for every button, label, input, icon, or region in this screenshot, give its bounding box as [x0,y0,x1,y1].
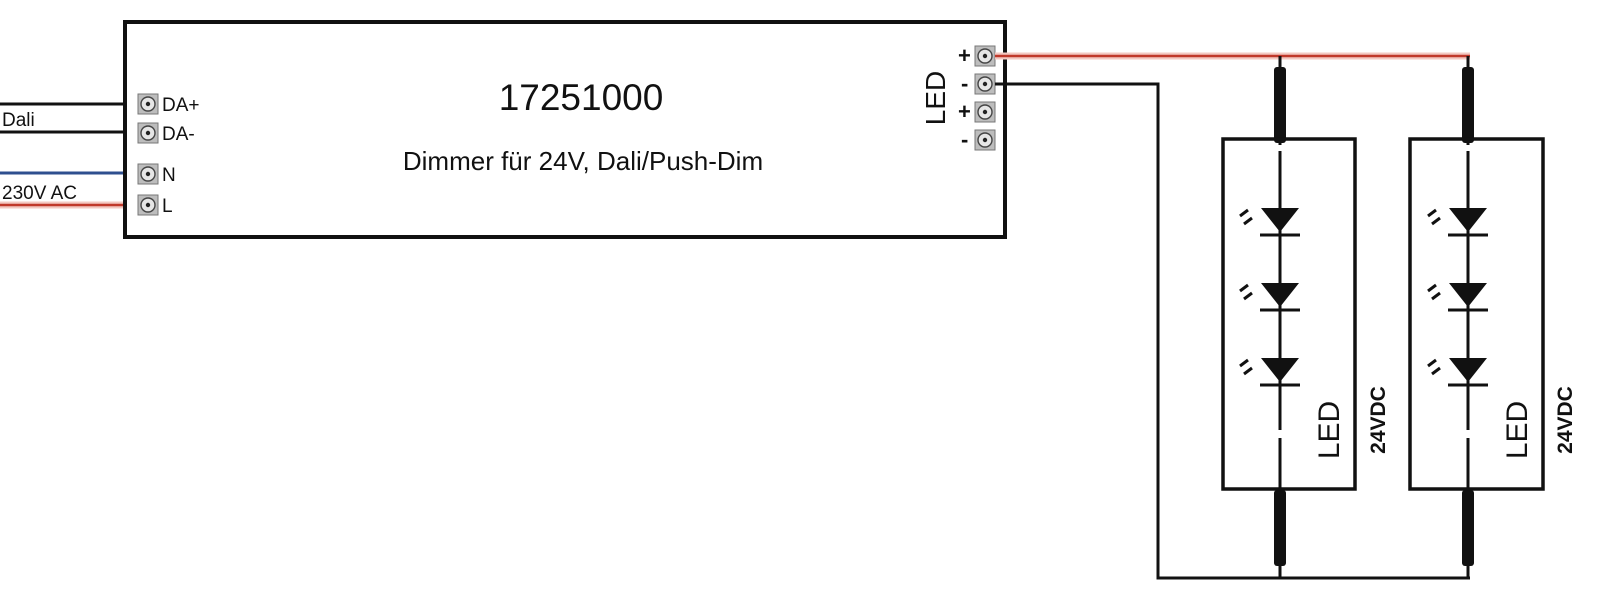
terminal-screw-icon [974,101,996,123]
output-terminal-minus-2: - [961,127,996,152]
led-strip-voltage: 24VDC [1554,386,1577,454]
led-strip-2: LED 24VDC [1408,56,1577,578]
terminal-screw-icon [137,163,159,185]
led-strip-label: LED [1313,401,1346,459]
terminal-screw-icon [974,45,996,67]
led-diode-icon [1238,206,1302,237]
led-negative-wire [995,82,1470,580]
svg-text:+: + [958,43,971,68]
output-terminal-plus-1: + [958,43,996,68]
led-strip-box [1408,137,1545,491]
svg-text:DA-: DA- [162,124,195,145]
output-terminal-plus-2: + [958,99,996,124]
input-wires [0,102,138,209]
dimmer-box [123,20,1007,239]
output-terminal-minus-1: - [961,71,996,96]
led-diode-icon [1426,281,1490,312]
device-description: Dimmer für 24V, Dali/Push-Dim [403,146,763,176]
svg-text:+: + [958,99,971,124]
part-number: 17251000 [499,77,664,118]
terminal-screw-icon [137,194,159,216]
input-terminal-da-plus: DA+ [137,93,200,116]
led-diode-icon [1426,356,1490,387]
led-strip-voltage: 24VDC [1367,386,1390,454]
resistor-icon [1274,490,1286,566]
led-strip-box [1221,137,1357,491]
svg-text:N: N [162,165,176,186]
led-strip-1: LED 24VDC [1221,56,1390,578]
svg-text:L: L [162,196,173,217]
terminal-screw-icon [137,122,159,144]
led-diode-icon [1238,356,1302,387]
svg-text:-: - [961,71,968,96]
input-terminal-l: L [137,194,173,217]
mains-wire-label: 230V AC [2,183,77,204]
resistor-icon [1274,67,1286,143]
resistor-icon [1462,67,1474,143]
resistor-icon [1462,490,1474,566]
terminal-screw-icon [974,129,996,151]
svg-text:-: - [961,127,968,152]
terminal-screw-icon [974,73,996,95]
input-terminal-n: N [137,163,176,186]
output-wires [995,52,1470,580]
input-terminal-da-minus: DA- [137,122,195,145]
led-diode-icon [1426,206,1490,237]
dali-wire-label: Dali [2,110,35,131]
led-strip-label: LED [1501,401,1534,459]
led-diode-icon [1238,281,1302,312]
terminal-screw-icon [137,93,159,115]
output-group-label: LED [920,71,951,125]
svg-text:DA+: DA+ [162,95,200,116]
